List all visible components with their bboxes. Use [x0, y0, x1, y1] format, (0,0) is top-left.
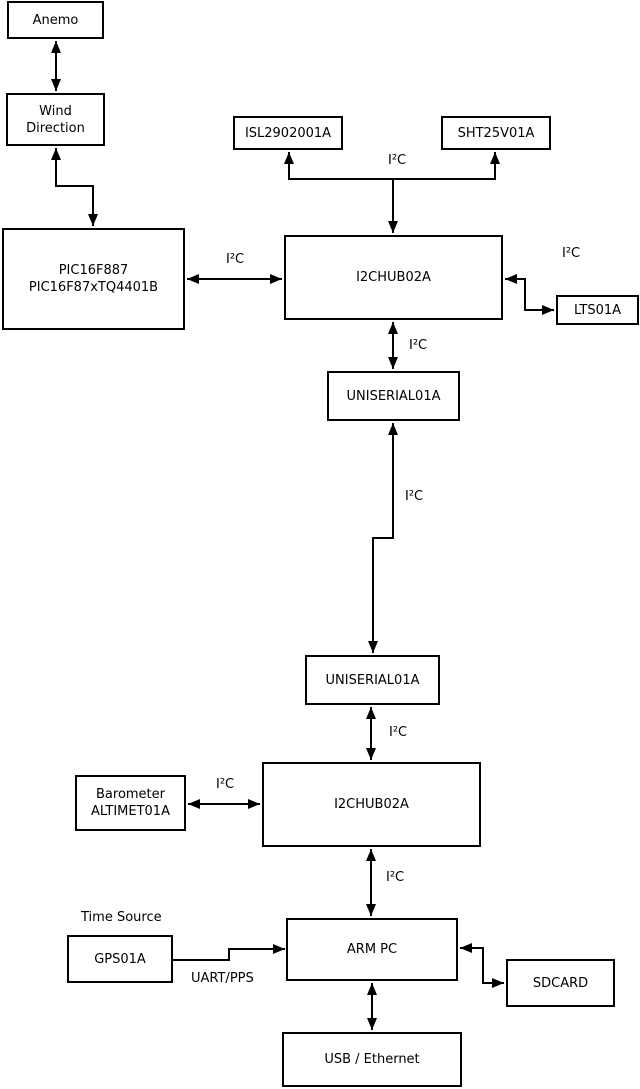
node-wind-direction: Wind Direction [6, 93, 105, 146]
node-lts01a: LTS01A [556, 295, 639, 325]
label-i2c-barometer: I²C [216, 777, 235, 792]
node-uniserial01a-upper: UNISERIAL01A [327, 371, 460, 421]
edge-winddirection-pic [51, 148, 98, 226]
node-sht25v01a-label: SHT25V01A [457, 125, 535, 141]
node-arm-pc-label: ARM PC [346, 942, 398, 957]
edge-i2chubtop-lts [505, 274, 554, 315]
node-sht25v01a: SHT25V01A [441, 116, 551, 150]
node-usb-ethernet-label: USB / Ethernet [324, 1052, 420, 1067]
node-gps01a: GPS01A [67, 935, 173, 983]
node-uniserial01a-lower-label: UNISERIAL01A [325, 672, 420, 688]
label-time-source: Time Source [81, 910, 162, 925]
node-gps01a-label: GPS01A [94, 951, 146, 967]
edge-armpc-sdcard [460, 943, 504, 988]
label-uart-pps: UART/PPS [191, 971, 254, 986]
node-uniserial01a-upper-label: UNISERIAL01A [346, 388, 441, 404]
label-i2c-sensor-bus: I²C [388, 153, 407, 168]
node-pic16f887: PIC16F887 PIC16F87xTQ4401B [2, 228, 185, 330]
node-barometer-label-line1: Barometer [96, 787, 165, 802]
node-sdcard-label: SDCARD [532, 975, 589, 991]
node-isl2902001a-label: ISL2902001A [244, 125, 332, 141]
node-i2chub02a-top: I2CHUB02A [284, 235, 503, 320]
node-lts01a-label: LTS01A [573, 302, 622, 318]
label-i2c-hub2-armpc: I²C [386, 870, 405, 885]
node-uniserial01a-lower: UNISERIAL01A [305, 655, 440, 705]
edge-gps-armpc [173, 944, 285, 961]
node-barometer-label-line2: ALTIMET01A [91, 804, 170, 819]
label-i2c-uniserial-hub2: I²C [389, 725, 408, 740]
node-anemo-label: Anemo [32, 12, 79, 28]
edge-bus-to-sht [393, 152, 500, 180]
node-isl2902001a: ISL2902001A [233, 116, 343, 150]
node-usb-ethernet: USB / Ethernet [282, 1032, 462, 1087]
node-i2chub02a-bottom-label: I2CHUB02A [334, 797, 409, 812]
node-i2chub02a-bottom: I2CHUB02A [262, 762, 481, 847]
node-wind-direction-label-line2: Direction [26, 120, 85, 136]
edge-bus-to-isl [284, 152, 393, 180]
node-i2chub02a-top-label: I2CHUB02A [356, 270, 431, 285]
node-barometer-altimet01a: Barometer ALTIMET01A [75, 775, 186, 831]
node-wind-direction-label-line1: Wind [39, 103, 72, 119]
label-i2c-hub-uniserial: I²C [409, 338, 428, 353]
node-arm-pc: ARM PC [286, 918, 458, 981]
node-sdcard: SDCARD [506, 959, 615, 1007]
edge-uniserialtop-uniserialbottom [368, 423, 398, 653]
node-anemo: Anemo [7, 1, 104, 39]
label-i2c-pic-hub: I²C [226, 252, 245, 267]
node-pic16f887-label-line2: PIC16F87xTQ4401B [28, 280, 159, 295]
node-pic16f887-label-line1: PIC16F887 [58, 263, 129, 278]
label-i2c-lts: I²C [562, 246, 581, 261]
label-i2c-uniserial-link: I²C [405, 489, 424, 504]
